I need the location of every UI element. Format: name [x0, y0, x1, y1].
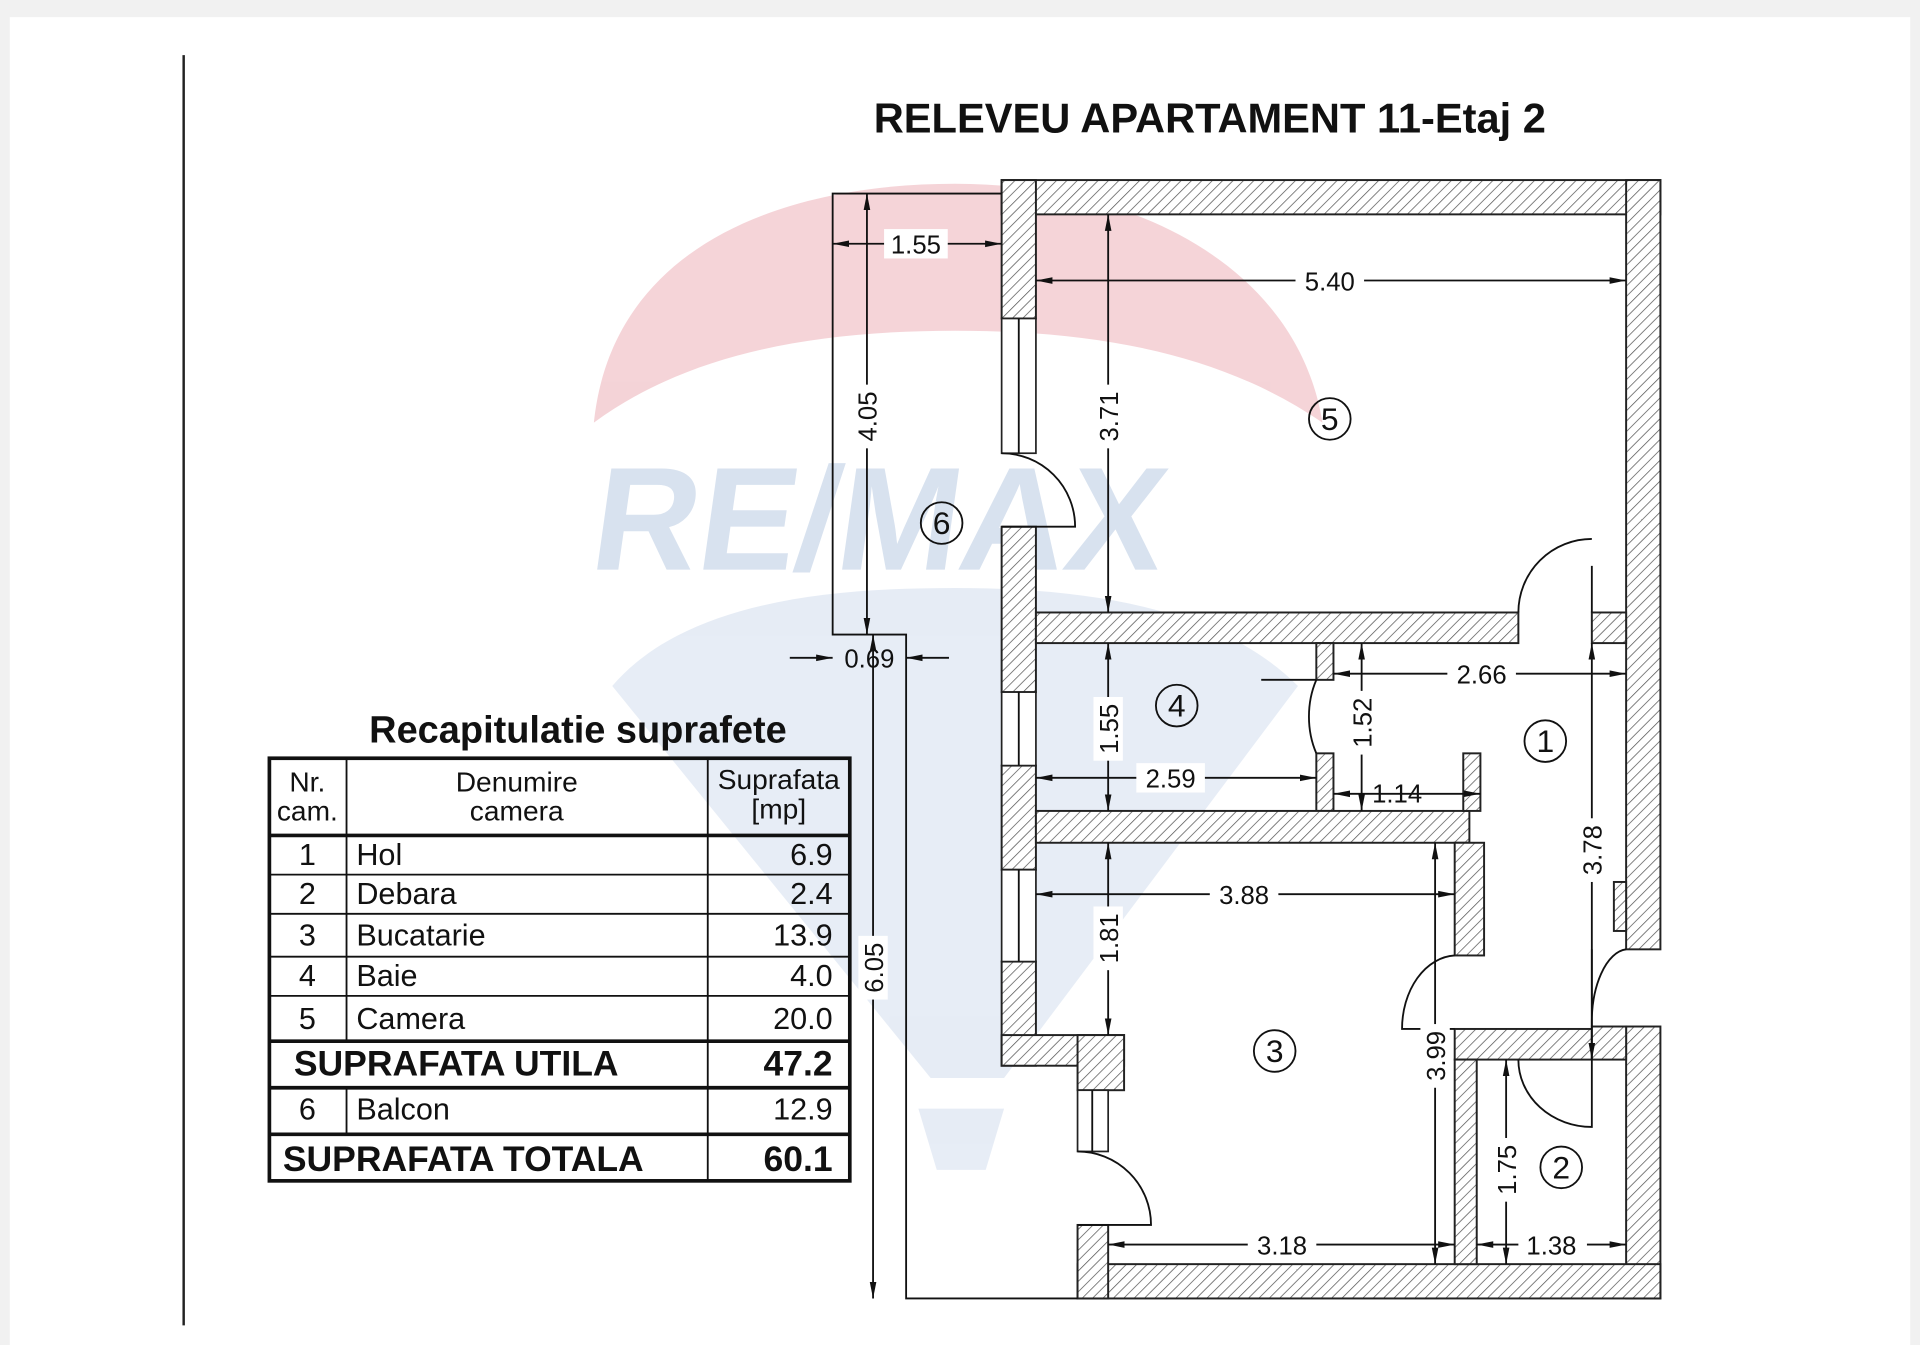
dim-label: 1.14 — [1372, 780, 1422, 808]
row-name: Debara — [356, 877, 457, 911]
room-marker: 2 — [1552, 1149, 1570, 1185]
row-nr: 6 — [299, 1093, 316, 1127]
windows — [1000, 317, 1110, 1153]
row-area: 20.0 — [773, 1002, 833, 1036]
dim-label: 3.99 — [1423, 1031, 1451, 1081]
row-area: 2.4 — [790, 877, 833, 911]
dim-label: 5.40 — [1305, 268, 1355, 296]
balcony-outline — [831, 192, 1078, 1300]
useful-area-value: 47.2 — [764, 1044, 833, 1084]
room-marker: 5 — [1321, 401, 1339, 437]
row-name: Baie — [356, 959, 417, 993]
row-area: 4.0 — [790, 959, 833, 993]
useful-area-label: SUPRAFATA UTILA — [294, 1044, 619, 1084]
room-markers: 1 2 3 4 5 6 — [919, 397, 1583, 1190]
row-nr: 1 — [299, 838, 316, 872]
header-area: Suprafata — [718, 764, 840, 795]
dim-label: 1.81 — [1096, 913, 1124, 963]
dim-label: 2.66 — [1457, 662, 1507, 690]
header-name: Denumire — [456, 766, 578, 797]
room-marker: 6 — [933, 505, 951, 541]
watermark-text: RE/MAX — [583, 437, 1178, 601]
row-name: Bucatarie — [356, 919, 485, 953]
room-marker: 1 — [1536, 723, 1554, 759]
dimension-labels: 1.55 5.40 4.05 3.71 0.69 2.66 1.55 1.52 … — [844, 229, 1608, 1260]
row-name: Hol — [356, 838, 402, 872]
row-area: 6.9 — [790, 838, 833, 872]
area-summary-table: Recapitulatie suprafete Nr. cam. Denumir… — [267, 709, 852, 1183]
total-area-label: SUPRAFATA TOTALA — [283, 1139, 644, 1179]
dim-label: 1.55 — [891, 232, 941, 260]
dim-label: 3.78 — [1580, 825, 1608, 875]
row-name: Camera — [356, 1002, 466, 1036]
row-name: Balcon — [356, 1093, 450, 1127]
table-heading: Recapitulatie suprafete — [369, 709, 787, 751]
page-title: RELEVEU APARTAMENT 11-Etaj 2 — [874, 94, 1546, 141]
room-marker: 4 — [1168, 688, 1186, 724]
dim-label: 1.75 — [1494, 1145, 1522, 1195]
room-marker: 3 — [1266, 1033, 1284, 1069]
dim-label: 1.38 — [1526, 1232, 1576, 1260]
row-area: 13.9 — [773, 919, 833, 953]
header-name: camera — [470, 796, 564, 827]
row-nr: 2 — [299, 877, 316, 911]
doors — [1001, 452, 1627, 1226]
row-nr: 4 — [299, 959, 316, 993]
total-area-value: 60.1 — [764, 1139, 833, 1179]
dim-label: 3.18 — [1257, 1232, 1307, 1260]
dim-label: 4.05 — [855, 391, 883, 441]
dim-label: 0.69 — [844, 646, 894, 674]
dim-label: 2.59 — [1146, 766, 1196, 794]
header-area: [mp] — [751, 793, 806, 824]
dim-label: 1.55 — [1096, 704, 1124, 754]
row-nr: 5 — [299, 1002, 316, 1036]
row-nr: 3 — [299, 919, 316, 953]
dim-label: 6.05 — [861, 943, 889, 993]
walls — [1000, 179, 1662, 1300]
header-nr: cam. — [277, 796, 338, 827]
row-area: 12.9 — [773, 1093, 833, 1127]
dim-label: 3.71 — [1096, 391, 1124, 441]
dim-label: 3.88 — [1219, 882, 1269, 910]
remax-watermark: RE/MAX — [583, 183, 1323, 1170]
header-nr: Nr. — [289, 766, 325, 797]
dim-label: 1.52 — [1349, 698, 1377, 748]
